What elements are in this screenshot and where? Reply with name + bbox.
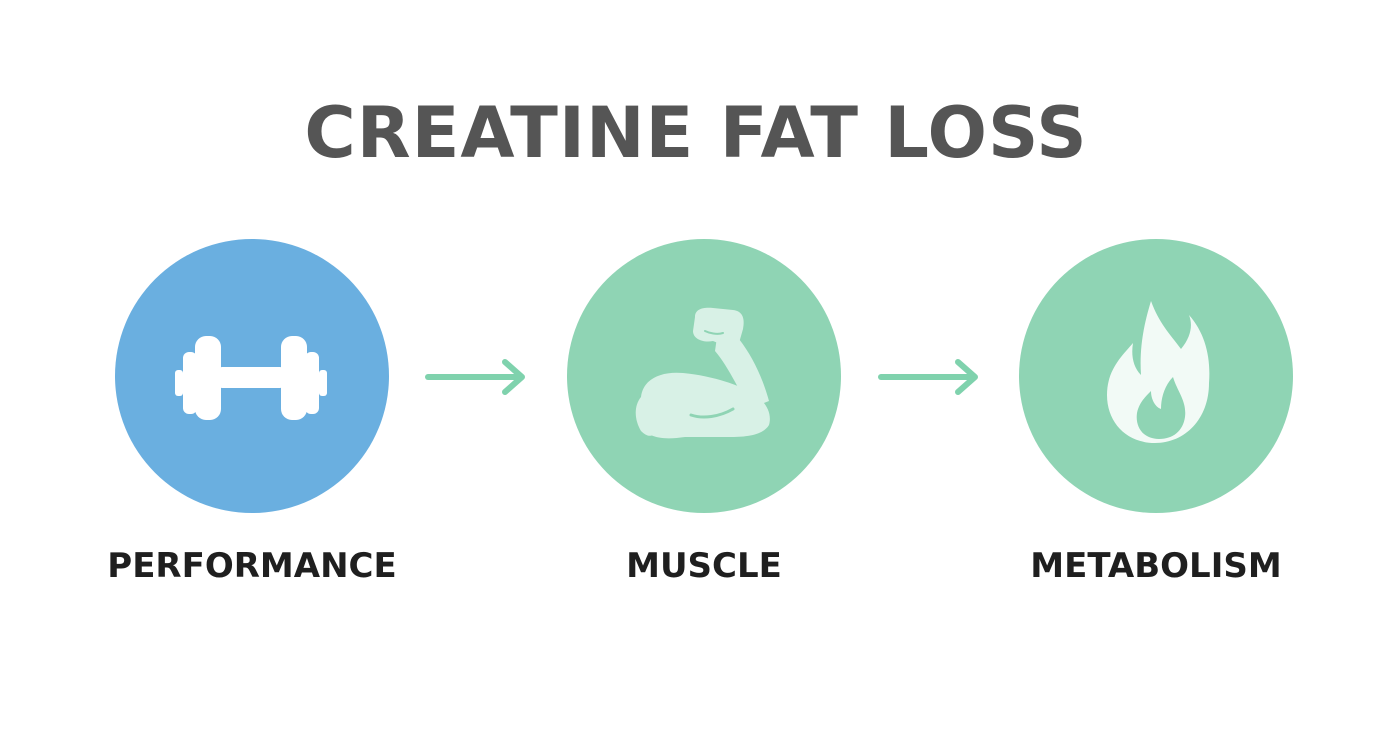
arrow-icon — [878, 359, 978, 395]
metabolism-circle — [1019, 239, 1293, 513]
step-label-performance: PERFORMANCE — [107, 546, 397, 586]
performance-circle — [115, 239, 389, 513]
muscle-circle — [567, 239, 841, 513]
flexed-arm-icon — [635, 307, 770, 439]
flame-icon — [1107, 301, 1210, 443]
page-title: CREATINE FAT LOSS — [304, 92, 1088, 174]
dumbbell-icon — [175, 336, 327, 420]
step-label-muscle: MUSCLE — [626, 546, 782, 586]
step-label-metabolism: METABOLISM — [1030, 546, 1282, 586]
arrow-icon — [425, 359, 525, 395]
